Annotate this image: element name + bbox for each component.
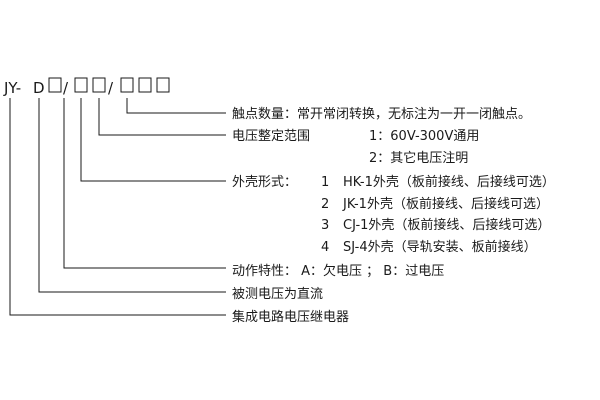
- label-housing-1: HK-1外壳（板前接线、后接线可选）: [343, 174, 555, 190]
- label-housing-3: CJ-1外壳（板前接线、后接线可选）: [343, 217, 550, 233]
- box-contacts-1: [120, 77, 134, 93]
- connector-lines: [9, 98, 226, 316]
- model-prefix: JY-: [3, 79, 21, 97]
- model-letter-d: D: [33, 79, 45, 97]
- connector-contacts: [126, 98, 226, 114]
- label-housing-2-num: 2: [321, 197, 329, 212]
- label-series: 集成电路电压继电器: [232, 309, 349, 325]
- box-action-type: [48, 77, 62, 93]
- label-housing-3-num: 3: [321, 218, 329, 233]
- connector-voltage-range: [98, 98, 226, 136]
- connector-housing: [80, 98, 226, 182]
- label-housing-4-num: 4: [321, 240, 329, 255]
- slash-1: /: [63, 79, 69, 97]
- label-housing-2: JK-1外壳（板前接线、后接线可选）: [342, 196, 549, 212]
- box-voltage-range: [92, 77, 106, 93]
- slash-2: /: [108, 79, 114, 97]
- label-voltage-range-1: 1：60V-300V通用: [369, 129, 479, 144]
- label-action-type: 动作特性： A：欠电压 ； B：过电压: [232, 263, 444, 279]
- box-contacts-3: [156, 77, 170, 93]
- label-housing-4: SJ-4外壳（导轨安装、板前接线）: [343, 239, 537, 255]
- connector-series: [9, 98, 226, 316]
- box-housing-type: [74, 77, 88, 93]
- connector-action: [63, 98, 226, 269]
- label-dc: 被测电压为直流: [232, 287, 323, 302]
- label-housing-title: 外壳形式：: [232, 175, 297, 190]
- label-voltage-range-2: 2：其它电压注明: [369, 150, 468, 166]
- connector-dc: [38, 98, 226, 293]
- label-voltage-range-title: 电压整定范围: [232, 129, 310, 144]
- label-housing-1-num: 1: [321, 175, 329, 190]
- box-contacts-2: [138, 77, 152, 93]
- label-contacts: 触点数量：常开常闭转换，无标注为一开一闭触点。: [232, 107, 531, 122]
